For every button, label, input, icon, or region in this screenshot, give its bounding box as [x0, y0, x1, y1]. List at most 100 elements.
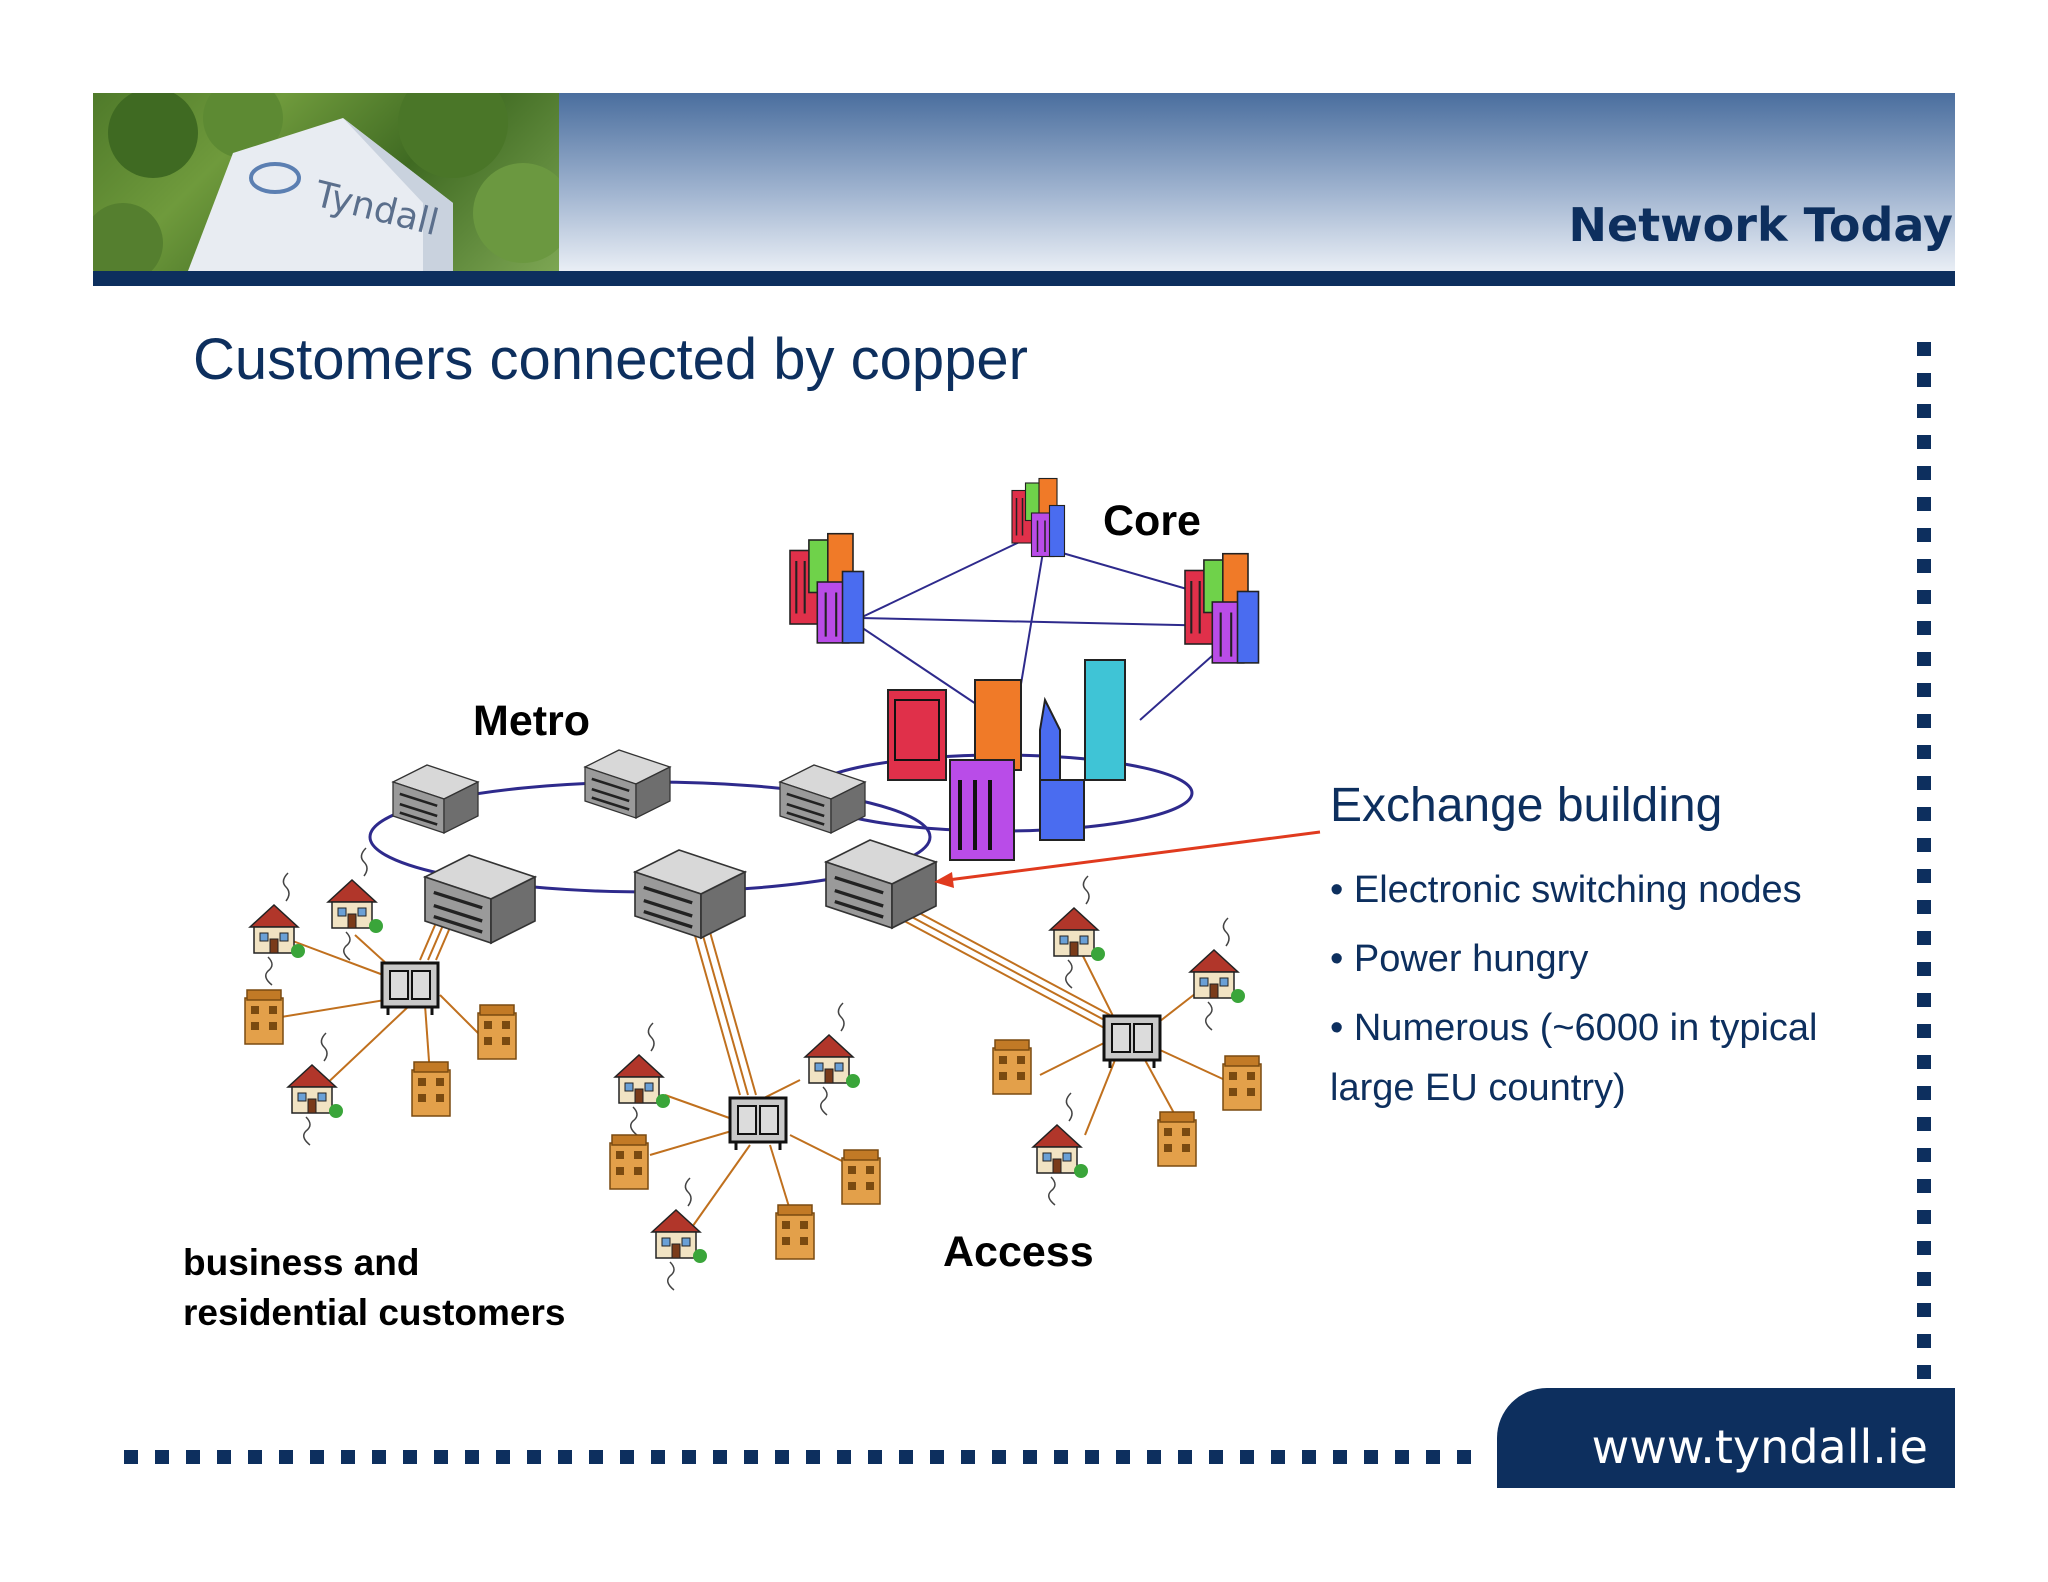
divider-dot [403, 1450, 417, 1464]
divider-dot [930, 1450, 944, 1464]
divider-dot [1240, 1450, 1254, 1464]
header-band [559, 93, 1955, 271]
house-icon [249, 872, 306, 986]
office-icon [1157, 1111, 1197, 1167]
bullet-item: • Electronic switching nodes [1330, 869, 1802, 911]
divider-dot [1917, 1365, 1931, 1379]
divider-dot [1917, 528, 1931, 542]
exchange-building-icon [887, 659, 1126, 861]
divider-dot [1917, 745, 1931, 759]
office-icon [411, 1061, 451, 1117]
callout-arrow [934, 830, 1321, 888]
divider-dot [1917, 497, 1931, 511]
slide-title: Customers connected by copper [193, 327, 1028, 392]
divider-dot [434, 1450, 448, 1464]
house-icon [1189, 917, 1246, 1031]
divider-dot [465, 1450, 479, 1464]
divider-dot [899, 1450, 913, 1464]
divider-dot [1426, 1450, 1440, 1464]
copper-links [274, 894, 1226, 1231]
divider-dot [1917, 962, 1931, 976]
divider-dot [1917, 652, 1931, 666]
customers-label-line2: residential customers [183, 1292, 566, 1333]
divider-dot [1917, 776, 1931, 790]
divider-dot [1054, 1450, 1068, 1464]
house-icon [614, 1022, 671, 1136]
dotted-divider-vertical [1917, 342, 1931, 1379]
switch-node-icon [391, 763, 480, 835]
divider-dot [341, 1450, 355, 1464]
footer-tab [1497, 1388, 1955, 1488]
core-node-icon [1183, 552, 1260, 664]
office-icon [1222, 1055, 1262, 1111]
divider-dot [1917, 683, 1931, 697]
divider-dot [589, 1450, 603, 1464]
divider-dot [279, 1450, 293, 1464]
divider-dot [1085, 1450, 1099, 1464]
house-icon [1032, 1092, 1089, 1206]
customers-label-line1: business and [183, 1242, 420, 1283]
divider-dot [651, 1450, 665, 1464]
divider-dot [527, 1450, 541, 1464]
divider-dot [372, 1450, 386, 1464]
divider-dot [1116, 1450, 1130, 1464]
house-icon [287, 1032, 344, 1146]
divider-dot [1178, 1450, 1192, 1464]
switch-node-icon [778, 763, 867, 835]
core-label: Core [1103, 497, 1201, 545]
access-label: Access [943, 1228, 1094, 1276]
divider-dot [775, 1450, 789, 1464]
divider-dot [1917, 1024, 1931, 1038]
divider-dot [1917, 869, 1931, 883]
header-bar [93, 271, 1955, 286]
house-icon [651, 1177, 708, 1291]
divider-dot [1917, 342, 1931, 356]
divider-dot [248, 1450, 262, 1464]
bullet-item: • Numerous (~6000 in typical large EU co… [1330, 1007, 1818, 1109]
street-cabinet-icon [1102, 1014, 1162, 1070]
divider-dot [713, 1450, 727, 1464]
office-icon [477, 1004, 517, 1060]
divider-dot [1917, 931, 1931, 945]
divider-dot [1917, 1210, 1931, 1224]
bullet-item: • Power hungry [1330, 938, 1589, 980]
divider-dot [1917, 1334, 1931, 1348]
switch-node-icon [583, 748, 672, 820]
section-title: Network Today [1568, 198, 1954, 252]
divider-dot [1917, 435, 1931, 449]
street-cabinet-icon [728, 1096, 788, 1152]
divider-dot [217, 1450, 231, 1464]
divider-dot [1917, 621, 1931, 635]
house-icon [327, 847, 384, 961]
divider-dot [1917, 1303, 1931, 1317]
divider-dot [124, 1450, 138, 1464]
divider-dot [1917, 1179, 1931, 1193]
divider-dot [1917, 1117, 1931, 1131]
divider-dot [1917, 373, 1931, 387]
divider-dot [1271, 1450, 1285, 1464]
divider-dot [1917, 838, 1931, 852]
divider-dot [496, 1450, 510, 1464]
divider-dot [1917, 807, 1931, 821]
divider-dot [1023, 1450, 1037, 1464]
office-icon [609, 1134, 649, 1190]
divider-dot [1333, 1450, 1347, 1464]
divider-dot [1147, 1450, 1161, 1464]
footer-url[interactable]: www.tyndall.ie [1591, 1420, 1928, 1474]
exchange-building-heading: Exchange building [1330, 779, 1723, 832]
divider-dot [155, 1450, 169, 1464]
office-icon [244, 989, 284, 1045]
divider-dot [837, 1450, 851, 1464]
house-icon [804, 1002, 861, 1116]
divider-dot [1917, 1086, 1931, 1100]
divider-dot [1395, 1450, 1409, 1464]
divider-dot [1917, 1148, 1931, 1162]
exchange-building-bullets: • Electronic switching nodes • Power hun… [1330, 860, 1890, 1127]
office-icon [841, 1149, 881, 1205]
divider-dot [310, 1450, 324, 1464]
divider-dot [961, 1450, 975, 1464]
divider-dot [1209, 1450, 1223, 1464]
office-icon [775, 1204, 815, 1260]
office-icon [992, 1039, 1032, 1095]
